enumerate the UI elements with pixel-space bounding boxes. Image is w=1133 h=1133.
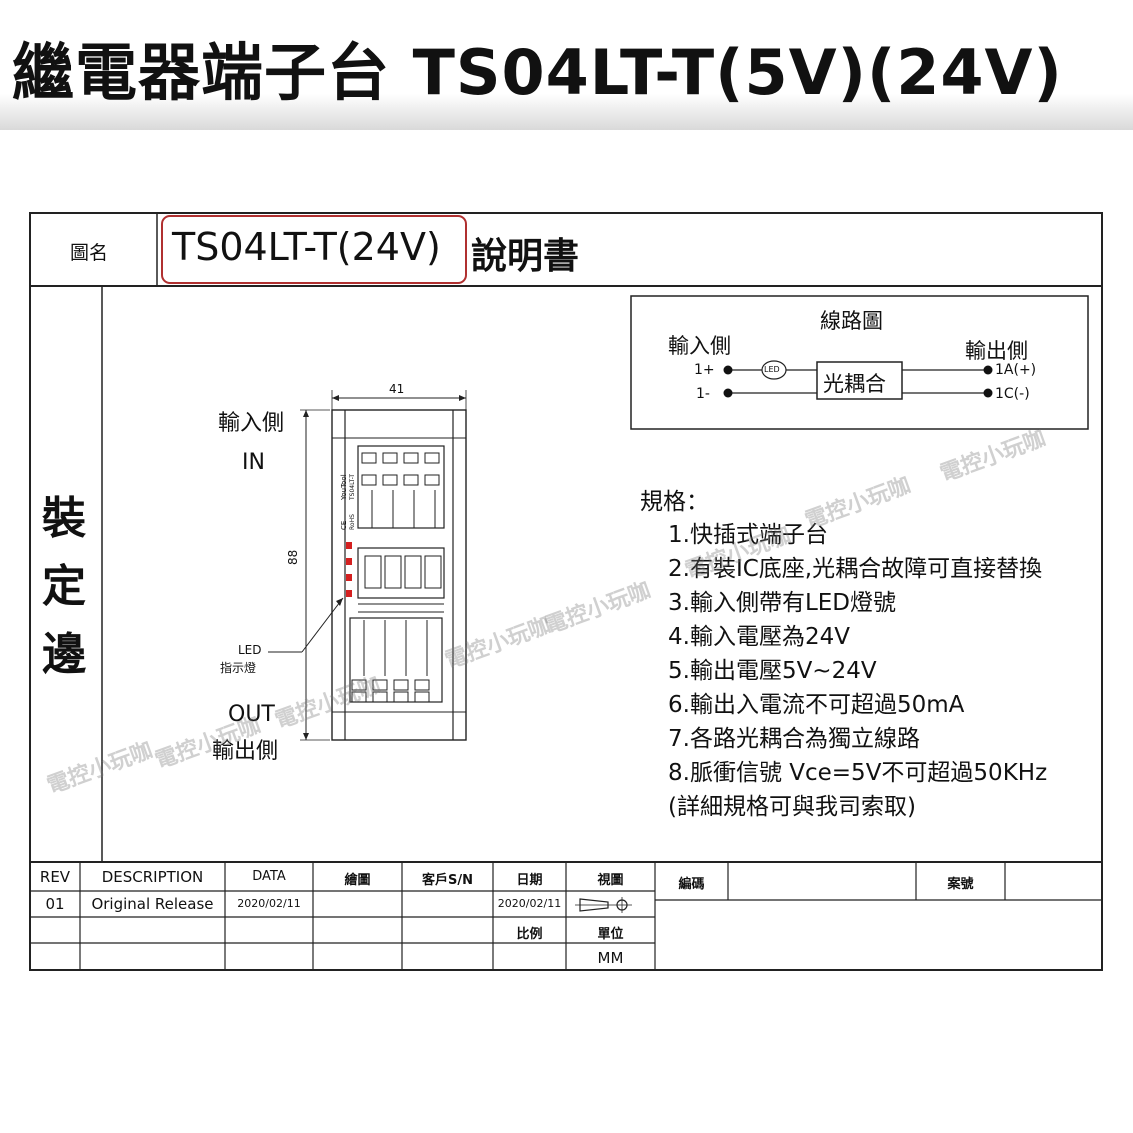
width-dimension: 41: [389, 382, 405, 396]
data-value: 2020/02/11: [237, 897, 301, 910]
scale-header: 比例: [516, 927, 543, 942]
projection-symbol-icon: [575, 897, 632, 913]
spec-item: 6.輸出入電流不可超過50mA: [668, 692, 965, 718]
terminal-out-plus-icon: [983, 365, 993, 375]
code-header: 編碼: [678, 877, 705, 892]
terminal-screw-icon: [403, 474, 419, 486]
drawing-rohs: RoHS: [349, 514, 356, 530]
drawing-led-label: LED: [238, 643, 262, 657]
terminal-in-minus-icon: [723, 388, 733, 398]
drawing-output-side: 輸出側: [212, 739, 279, 764]
led-indicator-2: [346, 558, 352, 565]
led-indicator-3: [346, 574, 352, 581]
terminal-screw-icon: [372, 679, 388, 691]
binding-edge-char-1: 裝: [42, 493, 86, 544]
customer-sn-header: 客戶S/N: [422, 873, 473, 888]
drawing-in-label: IN: [242, 450, 265, 475]
circuit-title: 線路圖: [820, 309, 883, 333]
terminal-screw-icon: [424, 452, 440, 464]
circuit-in-plus: 1+: [694, 362, 715, 378]
drawing-name-label: 圖名: [70, 242, 109, 264]
terminal-screw-icon: [424, 474, 440, 486]
terminal-out-minus-icon: [983, 388, 993, 398]
drawing-cert: CE: [340, 520, 348, 530]
model-highlight-box: [161, 215, 467, 284]
terminal-screw-icon: [403, 452, 419, 464]
led-indicator-1: [346, 542, 352, 549]
terminal-screw-icon: [382, 474, 398, 486]
data-header: DATA: [252, 869, 286, 884]
drawing-input-side: 輸入側: [218, 411, 285, 436]
spec-item: 5.輸出電壓5V~24V: [668, 658, 877, 684]
terminal-in-plus-icon: [723, 365, 733, 375]
unit-value: MM: [597, 949, 624, 967]
terminal-screw-icon: [361, 452, 377, 464]
circuit-output-side: 輸出側: [965, 339, 1028, 363]
drawing-model-small: TS04LT-T: [349, 473, 356, 500]
title-banner: 繼電器端子台 TS04LT-T(5V)(24V): [0, 0, 1133, 130]
terminal-screw-icon: [393, 679, 409, 691]
specs-heading: 規格：: [640, 489, 709, 515]
circuit-input-side: 輸入側: [668, 334, 731, 358]
spec-item: 2.有裝IC底座,光耦合故障可直接替換: [668, 556, 1043, 582]
circuit-optocoupler: 光耦合: [823, 372, 886, 396]
description-value: Original Release: [91, 895, 214, 913]
view-header: 視圖: [597, 873, 624, 888]
manual-title: 說明書: [471, 236, 580, 277]
drawing-led-indicator: 指示燈: [220, 661, 257, 675]
led-symbol-icon: [761, 360, 787, 380]
terminal-screw-icon: [414, 679, 430, 691]
circuit-diagram: [630, 295, 1089, 430]
binding-edge-char-3: 邊: [42, 629, 86, 680]
product-title: 繼電器端子台 TS04LT-T(5V)(24V): [12, 36, 1063, 109]
rev-value: 01: [45, 895, 65, 913]
terminal-screw-icon: [382, 452, 398, 464]
circuit-out-plus: 1A(+): [995, 362, 1037, 378]
description-header: DESCRIPTION: [101, 868, 204, 886]
spec-item: 7.各路光耦合為獨立線路: [668, 726, 920, 752]
spec-item: 4.輸入電壓為24V: [668, 624, 850, 650]
terminal-block-drawing: [268, 390, 467, 741]
led-indicator-4: [346, 590, 352, 597]
drawing-brand: YouTool: [340, 474, 348, 500]
spec-item: 8.脈衝信號 Vce=5V不可超過50KHz: [668, 760, 1048, 786]
terminal-screw-icon: [393, 691, 409, 703]
case-header: 案號: [947, 877, 974, 892]
terminal-screw-icon: [414, 691, 430, 703]
binding-edge-char-2: 定: [42, 561, 86, 612]
terminal-screw-icon: [351, 679, 367, 691]
rev-header: REV: [39, 868, 71, 886]
drawing-out-label: OUT: [228, 702, 275, 727]
spec-item: (詳細規格可與我司索取): [668, 794, 916, 820]
height-dimension: 88: [286, 549, 300, 565]
circuit-led-label: LED: [764, 365, 780, 374]
spec-item: 1.快插式端子台: [668, 522, 828, 548]
terminal-screw-icon: [361, 474, 377, 486]
unit-header: 單位: [597, 927, 624, 942]
model-name: TS04LT-T(24V): [172, 225, 441, 269]
draw-header: 繪圖: [344, 873, 371, 888]
circuit-in-minus: 1-: [696, 386, 710, 402]
circuit-out-minus: 1C(-): [995, 386, 1030, 402]
optocoupler-box: [816, 361, 903, 400]
spec-item: 3.輸入側帶有LED燈號: [668, 590, 897, 616]
date-header: 日期: [516, 873, 543, 888]
date-value: 2020/02/11: [497, 897, 562, 910]
